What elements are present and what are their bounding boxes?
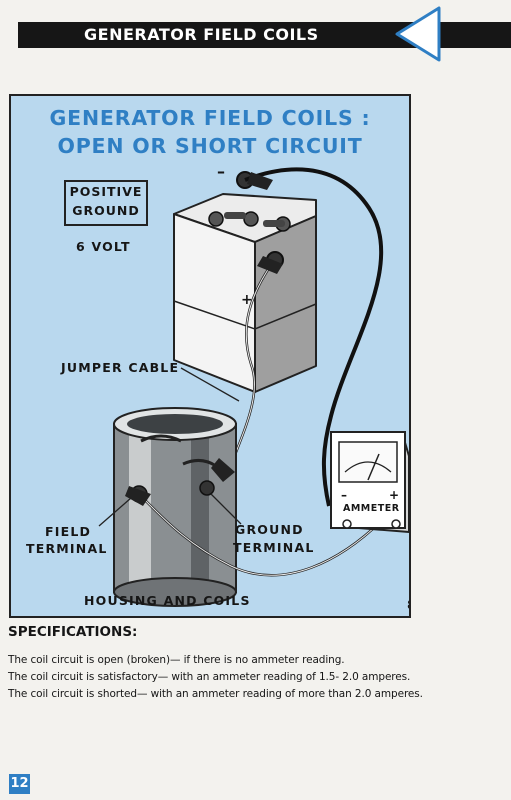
ground-label: GROUND (72, 203, 140, 218)
circuit-illustration (98, 167, 409, 607)
illustration-title-line2: OPEN OR SHORT CIRCUIT (57, 134, 363, 158)
housing-cylinder-icon (113, 407, 237, 607)
page-number: 12 (9, 774, 30, 794)
ground-terminal-label-line2: TERMINAL (233, 540, 315, 555)
field-terminal-label-line1: FIELD (45, 524, 92, 539)
specifications-title: SPECIFICATIONS: (8, 624, 138, 640)
spec-line-shorted: The coil circuit is shorted— with an amm… (8, 688, 423, 700)
ammeter-plus-sign: + (389, 488, 400, 502)
field-terminal-label-line2: TERMINAL (26, 541, 108, 556)
positive-label: POSITIVE (69, 184, 143, 199)
illustration-panel: GENERATOR FIELD COILS : OPEN OR SHORT CI… (9, 94, 411, 618)
positive-terminal-sign: + (241, 292, 254, 308)
jumper-cable-label: JUMPER CABLE (61, 360, 180, 375)
clamp-icon (125, 172, 283, 506)
positive-ground-box: POSITIVE GROUND (64, 180, 148, 226)
illustration-title-line1: GENERATOR FIELD COILS : (49, 106, 371, 130)
spec-line-satisfactory: The coil circuit is satisfactory— with a… (8, 671, 411, 683)
ground-terminal-label-line1: GROUND (235, 522, 304, 537)
ammeter-cable (244, 167, 384, 507)
triangle-tab-icon (395, 6, 441, 62)
ammeter-minus-sign: – (341, 488, 348, 502)
voltage-label: 6 VOLT (76, 239, 131, 254)
spec-line-open: The coil circuit is open (broken)— if th… (8, 654, 345, 666)
battery-icon (173, 171, 317, 393)
negative-terminal-sign: – (217, 162, 227, 181)
figure-number: 8 (407, 597, 409, 612)
page-header-title: GENERATOR FIELD COILS (84, 25, 319, 44)
ammeter-icon (330, 431, 409, 534)
housing-and-coils-label: HOUSING AND COILS (84, 593, 251, 608)
ammeter-label: AMMETER (343, 503, 400, 514)
